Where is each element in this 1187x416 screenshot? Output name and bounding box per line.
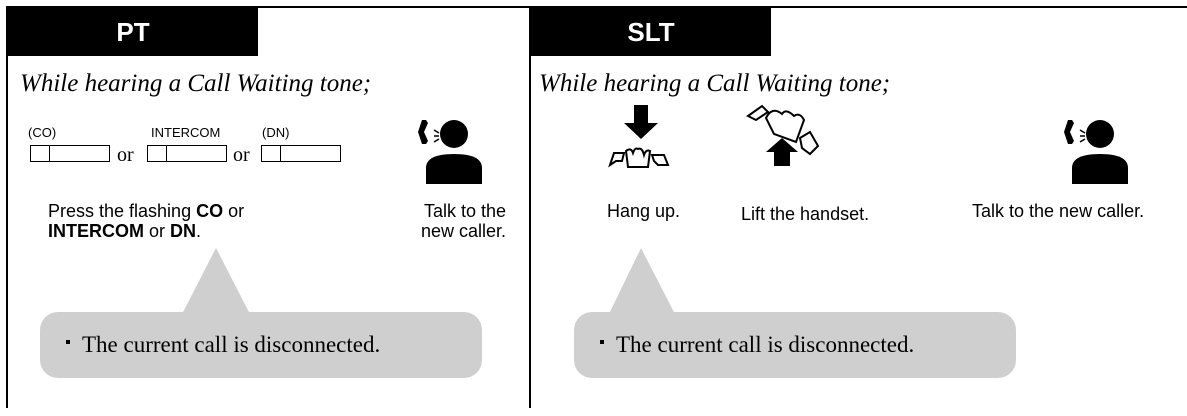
pt-press-caption: Press the flashing CO or INTERCOM or DN.: [48, 201, 245, 241]
slt-hangup-caption: Hang up.: [607, 201, 681, 221]
intercom-label: INTERCOM: [151, 125, 221, 140]
bullet-icon: [66, 340, 70, 344]
lift-handset-icon: [746, 104, 820, 166]
or-text-1: or: [117, 144, 134, 166]
slt-panel: SLT While hearing a Call Waiting tone; H…: [531, 6, 1187, 408]
dn-label: (DN): [262, 125, 290, 140]
talking-person-icon: [418, 120, 482, 184]
talking-person-icon: [1064, 120, 1128, 184]
or-text-2: or: [233, 144, 250, 166]
co-button-icon: [30, 145, 110, 162]
pt-intro: While hearing a Call Waiting tone;: [20, 70, 372, 97]
pt-panel: PT While hearing a Call Waiting tone; (C…: [6, 6, 531, 408]
hang-up-icon: [608, 105, 670, 168]
pt-note-text: The current call is disconnected.: [82, 332, 381, 357]
slt-lift-caption: Lift the handset.: [741, 204, 870, 224]
pt-bubble-pointer: [180, 248, 252, 318]
slt-talk-caption: Talk to the new caller.: [972, 201, 1145, 221]
slt-note-bubble: The current call is disconnected.: [574, 312, 1016, 378]
slt-bubble-pointer: [607, 248, 677, 318]
intercom-button-icon: [147, 145, 227, 162]
slt-tab: SLT: [531, 8, 771, 56]
slt-intro: While hearing a Call Waiting tone;: [539, 70, 891, 97]
pt-tab: PT: [8, 8, 258, 56]
dn-button-icon: [261, 145, 341, 162]
pt-note-bubble: The current call is disconnected.: [40, 312, 482, 378]
slt-note-text: The current call is disconnected.: [616, 332, 915, 357]
co-label: (CO): [28, 125, 57, 140]
bullet-icon: [600, 340, 604, 344]
